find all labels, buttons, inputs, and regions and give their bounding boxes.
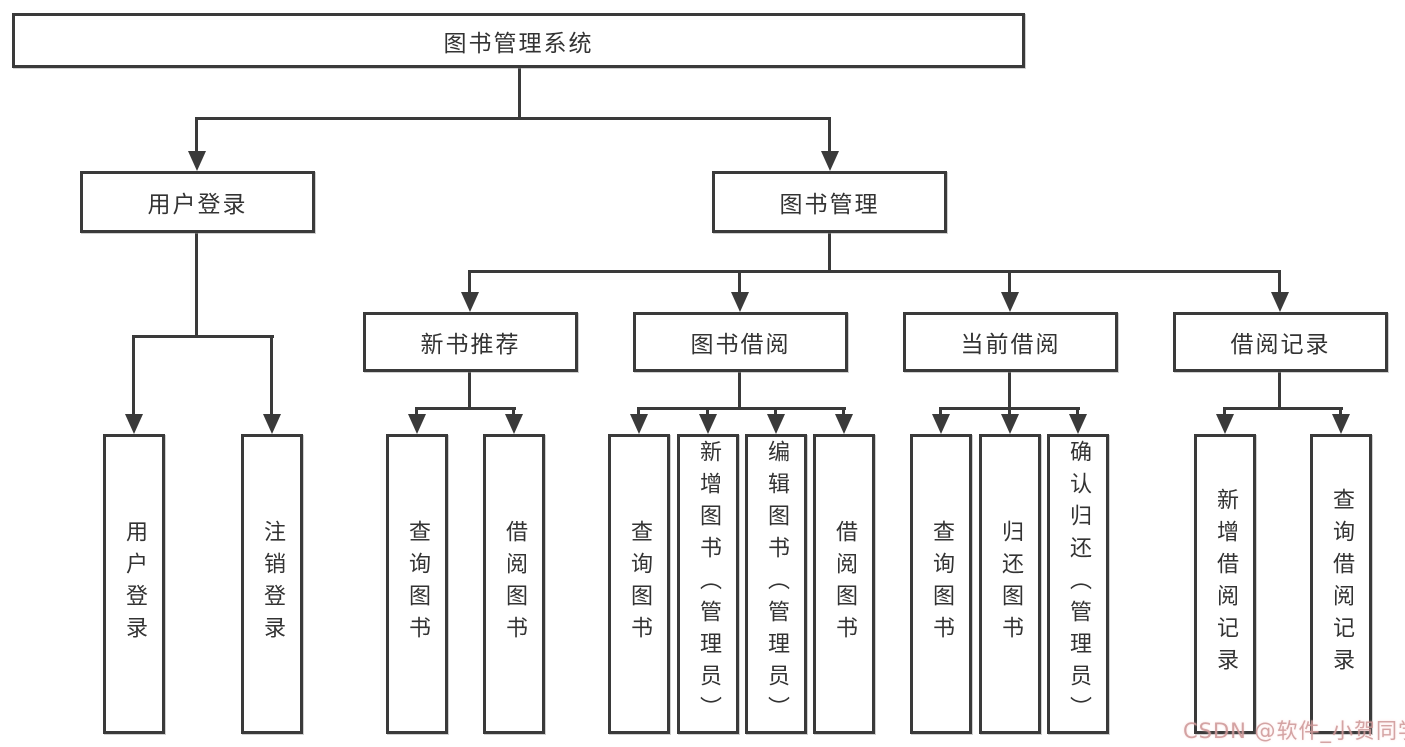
leaf-query-book-current: 查询图书	[910, 434, 972, 734]
connector-line	[468, 372, 471, 410]
leaf-add-borrow-record: 新增借阅记录	[1194, 434, 1256, 734]
leaf-borrow-book-recommend: 借阅图书	[483, 434, 545, 734]
node-root-library-system: 图书管理系统	[12, 13, 1025, 68]
leaf-query-book-recommend: 查询图书	[386, 434, 448, 734]
connector-line	[1223, 407, 1343, 410]
arrowhead-icon	[932, 414, 950, 434]
leaf-borrow-book: 借阅图书	[813, 434, 875, 734]
leaf-user-login: 用户登录	[103, 434, 165, 734]
arrowhead-icon	[1001, 292, 1019, 312]
connector-line	[706, 410, 709, 415]
connector-line	[637, 407, 846, 410]
leaf-edit-book-admin: 编辑图书（管理员）	[745, 434, 807, 734]
node-user-login: 用户登录	[80, 171, 315, 233]
arrowhead-icon	[731, 292, 749, 312]
arrowhead-icon	[1001, 414, 1019, 434]
connector-line	[1008, 273, 1011, 292]
arrowhead-icon	[263, 414, 281, 434]
connector-line	[1008, 372, 1011, 410]
connector-line	[468, 273, 471, 292]
arrowhead-icon	[1271, 292, 1289, 312]
arrowhead-icon	[125, 414, 143, 434]
connector-line	[738, 273, 741, 292]
arrowhead-icon	[408, 414, 426, 434]
connector-line	[1008, 410, 1011, 415]
arrowhead-icon	[1069, 414, 1087, 434]
node-book-borrow: 图书借阅	[633, 312, 848, 372]
connector-line	[939, 410, 942, 415]
arrowhead-icon	[767, 414, 785, 434]
connector-line	[939, 407, 1080, 410]
connector-line	[195, 233, 198, 335]
arrowhead-icon	[835, 414, 853, 434]
arrowhead-icon	[630, 414, 648, 434]
csdn-watermark: CSDN @软件_小贺同学	[1183, 719, 1405, 743]
connector-line	[637, 410, 640, 415]
arrowhead-icon	[461, 292, 479, 312]
connector-line	[468, 270, 1281, 273]
arrowhead-icon	[1332, 414, 1350, 434]
connector-line	[415, 407, 516, 410]
connector-line	[1278, 372, 1281, 410]
connector-line	[132, 335, 274, 338]
connector-line	[1339, 410, 1342, 415]
connector-line	[132, 338, 135, 414]
connector-line	[518, 68, 521, 120]
connector-line	[828, 233, 831, 273]
leaf-confirm-return-admin: 确认归还（管理员）	[1047, 434, 1109, 734]
node-new-book-recommend: 新书推荐	[363, 312, 578, 372]
leaf-return-book: 归还图书	[979, 434, 1041, 734]
connector-line	[195, 120, 198, 151]
connector-line	[1223, 410, 1226, 415]
connector-line	[828, 120, 831, 151]
leaf-logout: 注销登录	[241, 434, 303, 734]
connector-line	[842, 410, 845, 415]
connector-line	[738, 372, 741, 410]
node-book-management: 图书管理	[712, 171, 947, 233]
arrowhead-icon	[505, 414, 523, 434]
connector-line	[1076, 410, 1079, 415]
connector-line	[270, 338, 273, 414]
connector-line	[512, 410, 515, 415]
arrowhead-icon	[1216, 414, 1234, 434]
connector-line	[195, 117, 831, 120]
node-borrow-records: 借阅记录	[1173, 312, 1388, 372]
leaf-query-borrow-record: 查询借阅记录	[1310, 434, 1372, 734]
arrowhead-icon	[188, 151, 206, 171]
connector-line	[415, 410, 418, 415]
connector-line	[1278, 273, 1281, 292]
arrowhead-icon	[699, 414, 717, 434]
leaf-query-book-borrow: 查询图书	[608, 434, 670, 734]
node-current-borrow: 当前借阅	[903, 312, 1118, 372]
leaf-add-book-admin: 新增图书（管理员）	[677, 434, 739, 734]
arrowhead-icon	[821, 151, 839, 171]
connector-line	[774, 410, 777, 415]
